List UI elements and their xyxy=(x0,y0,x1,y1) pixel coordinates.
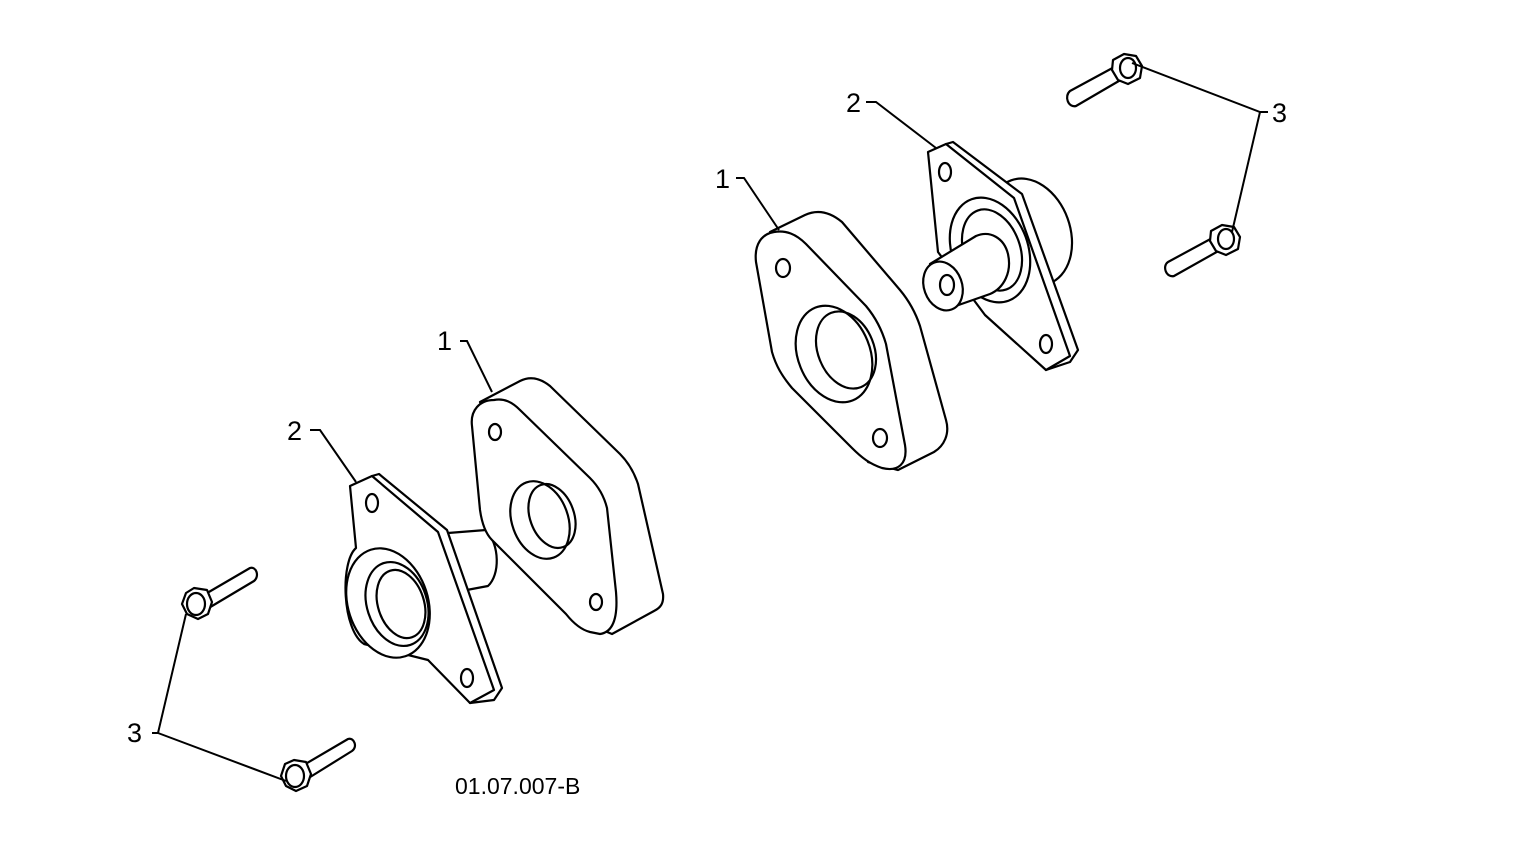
callout-bearing-left: 2 xyxy=(287,416,302,446)
bolt-left-lower xyxy=(279,737,357,793)
spacer-block-left xyxy=(470,377,665,636)
callout-spacer-right: 1 xyxy=(715,164,730,194)
callout-bolts-right: 3 xyxy=(1272,98,1287,128)
flange-bearing-right xyxy=(922,140,1080,372)
figure-reference: 01.07.007-B xyxy=(455,773,580,799)
bolt-right-lower xyxy=(1164,223,1242,278)
flange-bearing-left xyxy=(344,472,504,705)
leader-lines xyxy=(152,62,1268,782)
callout-spacer-left: 1 xyxy=(437,326,452,356)
bolt-right-upper xyxy=(1066,52,1144,108)
bolt-left-upper xyxy=(180,566,259,621)
callout-bolts-left: 3 xyxy=(127,718,142,748)
spacer-block-right xyxy=(754,210,949,472)
callout-bearing-right: 2 xyxy=(846,88,861,118)
